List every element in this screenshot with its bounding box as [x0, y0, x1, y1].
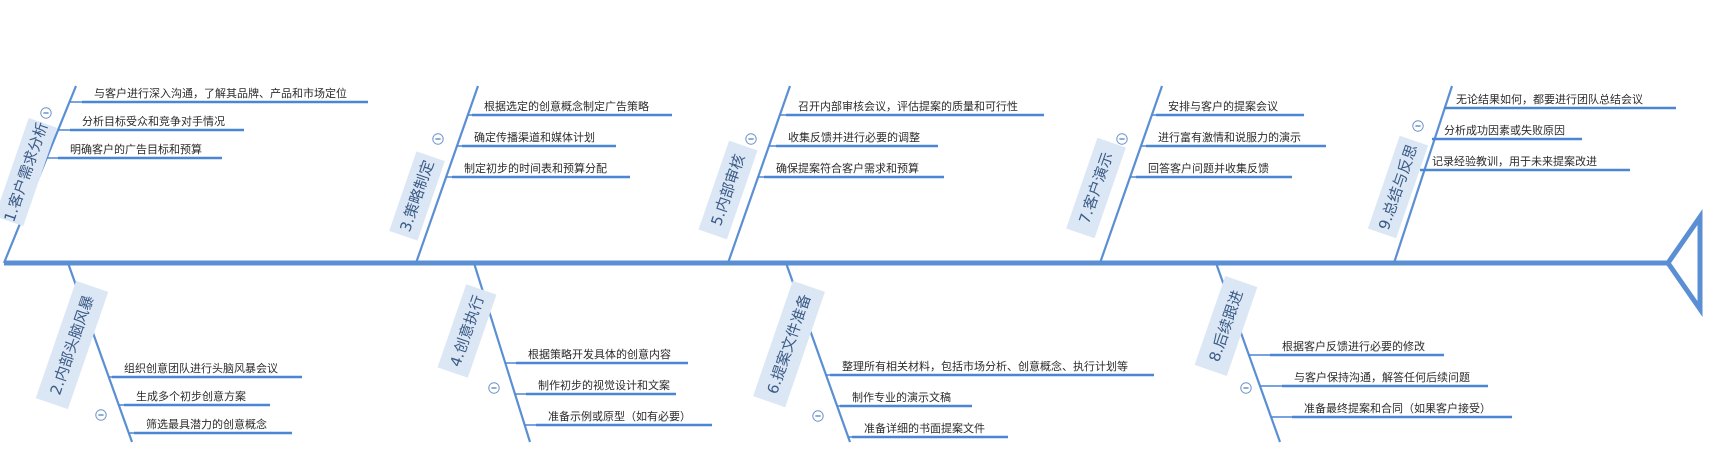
branch-9-item-3[interactable]: 记录经验教训，用于未来提案改进: [1432, 154, 1597, 168]
collapse-icon[interactable]: [1116, 133, 1128, 145]
branch-4-item-3[interactable]: 准备示例或原型（如有必要）: [548, 409, 691, 423]
fish-head: [1664, 209, 1703, 317]
branch-label-4[interactable]: 4.创意执行: [437, 284, 497, 378]
branch-3-item-1[interactable]: 根据选定的创意概念制定广告策略: [484, 99, 649, 113]
branch-6-item-3[interactable]: 准备详细的书面提案文件: [864, 421, 985, 435]
branch-5-item-1[interactable]: 召开内部审核会议，评估提案的质量和可行性: [798, 99, 1018, 113]
collapse-icon[interactable]: [812, 410, 824, 422]
branch-label-bg: [1194, 276, 1258, 376]
branch-6-item-2[interactable]: 制作专业的演示文稿: [852, 390, 951, 404]
branch-bone-7: [1098, 85, 1164, 264]
collapse-icon[interactable]: [40, 107, 52, 119]
collapse-icon[interactable]: [432, 133, 444, 145]
branch-8-item-3[interactable]: 准备最终提案和合同（如果客户接受）: [1304, 401, 1491, 415]
branch-6-item-1[interactable]: 整理所有相关材料，包括市场分析、创意概念、执行计划等: [842, 359, 1128, 373]
branch-label-bg: [1066, 137, 1126, 239]
branch-9-item-2[interactable]: 分析成功因素或失败原因: [1444, 123, 1565, 137]
branch-label-7[interactable]: 7.客户演示: [1066, 137, 1126, 239]
branch-8-item-2[interactable]: 与客户保持沟通，解答任何后续问题: [1294, 370, 1470, 384]
branch-label-1[interactable]: 1.客户需求分析: [0, 117, 58, 227]
collapse-icon[interactable]: [1240, 382, 1252, 394]
collapse-icon[interactable]: [95, 409, 107, 421]
branch-label-bg: [698, 140, 758, 240]
branch-3-item-3[interactable]: 制定初步的时间表和预算分配: [464, 161, 607, 175]
branch-7-item-1[interactable]: 安排与客户的提案会议: [1168, 99, 1278, 113]
branch-label-bg: [35, 280, 109, 410]
collapse-icon[interactable]: [488, 382, 500, 394]
branch-1-item-1[interactable]: 与客户进行深入沟通，了解其品牌、产品和市场定位: [94, 86, 347, 100]
branch-label-3[interactable]: 3.策略制定: [389, 151, 445, 241]
branch-1-item-2[interactable]: 分析目标受众和竞争对手情况: [82, 114, 225, 128]
branch-label-bg: [0, 117, 58, 227]
branch-4-item-2[interactable]: 制作初步的视觉设计和文案: [538, 378, 670, 392]
branch-bone-5: [726, 85, 792, 264]
collapse-icon[interactable]: [1412, 120, 1424, 132]
branch-5-item-3[interactable]: 确保提案符合客户需求和预算: [776, 161, 919, 175]
collapse-icon[interactable]: [745, 133, 757, 145]
branch-1-item-3[interactable]: 明确客户的广告目标和预算: [70, 142, 202, 156]
branch-5-item-2[interactable]: 收集反馈并进行必要的调整: [788, 130, 920, 144]
branch-bone-9: [1392, 85, 1454, 264]
branch-label-8[interactable]: 8.后续跟进: [1194, 276, 1258, 376]
branch-7-item-2[interactable]: 进行富有激情和说服力的演示: [1158, 130, 1301, 144]
branch-7-item-3[interactable]: 回答客户问题并收集反馈: [1148, 161, 1269, 175]
branch-2-item-1[interactable]: 组织创意团队进行头脑风暴会议: [124, 361, 278, 375]
branch-label-bg: [389, 151, 445, 241]
branch-9-item-1[interactable]: 无论结果如何，都要进行团队总结会议: [1456, 92, 1643, 106]
branch-3-item-2[interactable]: 确定传播渠道和媒体计划: [474, 130, 595, 144]
branch-label-bg: [753, 280, 825, 408]
branch-bone-3: [414, 85, 480, 264]
branch-8-item-1[interactable]: 根据客户反馈进行必要的修改: [1282, 339, 1425, 353]
branch-4-item-1[interactable]: 根据策略开发具体的创意内容: [528, 347, 671, 361]
branch-2-item-3[interactable]: 筛选最具潜力的创意概念: [146, 417, 267, 431]
branch-label-bg: [1367, 135, 1429, 239]
branch-2-item-2[interactable]: 生成多个初步创意方案: [136, 389, 246, 403]
branch-label-5[interactable]: 5.内部审核: [698, 140, 758, 240]
branch-label-bg: [437, 284, 497, 378]
